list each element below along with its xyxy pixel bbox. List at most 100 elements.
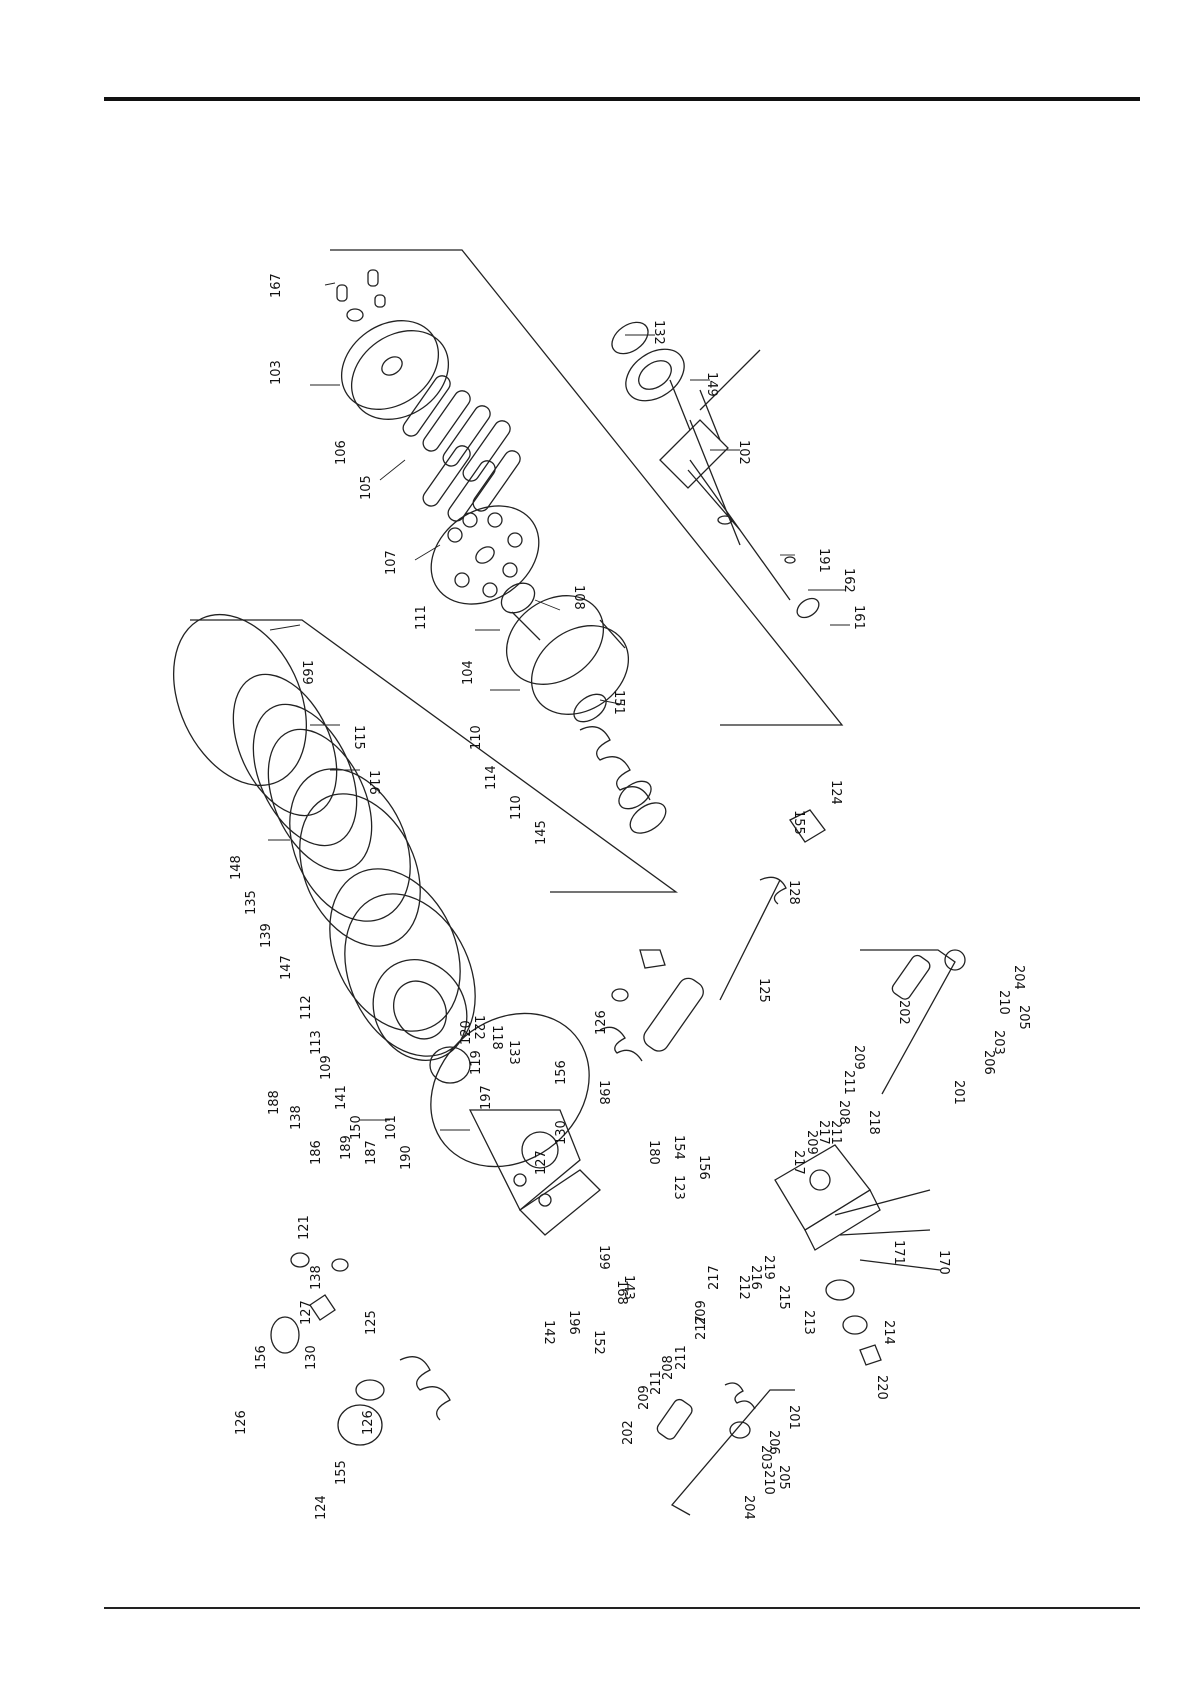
label-124a: 124 xyxy=(828,780,843,805)
label-218: 218 xyxy=(866,1110,881,1135)
relief-valve-left xyxy=(270,1252,451,1446)
label-133: 133 xyxy=(506,1040,521,1065)
washer-110-lower xyxy=(618,780,652,810)
label-161: 161 xyxy=(851,605,866,630)
label-110b: 110 xyxy=(509,795,524,820)
label-103: 103 xyxy=(269,360,284,385)
label-208b: 208 xyxy=(661,1355,676,1380)
label-210b: 210 xyxy=(761,1470,776,1495)
label-107: 107 xyxy=(384,550,399,575)
label-139: 139 xyxy=(259,923,274,948)
label-124b: 124 xyxy=(314,1495,329,1520)
label-141: 141 xyxy=(334,1085,349,1110)
label-217d: 217 xyxy=(694,1315,709,1340)
label-197: 197 xyxy=(479,1085,494,1110)
label-115: 115 xyxy=(351,725,366,750)
leader-lines xyxy=(268,282,850,1131)
label-201b: 201 xyxy=(786,1405,801,1430)
label-189: 189 xyxy=(339,1135,354,1160)
label-188: 188 xyxy=(267,1090,282,1115)
label-216: 216 xyxy=(748,1265,763,1290)
cylinder-block-104 xyxy=(505,595,630,715)
label-201a: 201 xyxy=(951,1080,966,1105)
label-126c: 126 xyxy=(361,1410,376,1435)
label-116: 116 xyxy=(366,770,381,795)
label-187: 187 xyxy=(364,1140,379,1165)
label-211a: 211 xyxy=(841,1070,856,1095)
seal-132 xyxy=(611,321,649,355)
label-203a: 203 xyxy=(991,1030,1006,1055)
label-112: 112 xyxy=(299,995,314,1020)
label-168: 168 xyxy=(614,1280,629,1305)
label-208a: 208 xyxy=(836,1100,851,1125)
friction-plates xyxy=(232,673,373,872)
label-186: 186 xyxy=(309,1140,324,1165)
label-121: 121 xyxy=(297,1215,312,1240)
label-114: 114 xyxy=(484,765,499,790)
label-204b: 204 xyxy=(741,1495,756,1520)
label-118: 118 xyxy=(489,1025,504,1050)
rotor-group-box xyxy=(330,249,844,726)
label-171: 171 xyxy=(891,1240,906,1265)
label-149: 149 xyxy=(704,372,719,397)
label-156a: 156 xyxy=(554,1060,569,1085)
label-120: 120 xyxy=(459,1020,474,1045)
snap-ring-145 xyxy=(629,802,667,834)
label-151: 151 xyxy=(611,690,626,715)
housing-ring-169 xyxy=(172,613,308,787)
label-162: 162 xyxy=(841,568,856,593)
label-138b: 138 xyxy=(309,1265,324,1290)
label-196: 196 xyxy=(566,1310,581,1335)
label-138a: 138 xyxy=(289,1105,304,1130)
seal-141 xyxy=(429,1046,471,1084)
label-198: 198 xyxy=(596,1080,611,1105)
label-191: 191 xyxy=(816,548,831,573)
valve-block xyxy=(774,1144,941,1366)
relief-valve-right xyxy=(599,809,826,1062)
label-217c: 217 xyxy=(707,1265,722,1290)
label-132: 132 xyxy=(651,320,666,345)
label-154: 154 xyxy=(671,1135,686,1160)
label-125b: 125 xyxy=(364,1310,379,1335)
label-217a: 217 xyxy=(816,1120,831,1145)
o-rings xyxy=(289,768,421,947)
label-135: 135 xyxy=(244,890,259,915)
label-105: 105 xyxy=(359,475,374,500)
spool-202-lower xyxy=(656,1382,756,1440)
label-215: 215 xyxy=(776,1285,791,1310)
label-219: 219 xyxy=(761,1255,776,1280)
label-169: 169 xyxy=(299,660,314,685)
label-212: 212 xyxy=(736,1275,751,1300)
label-130b: 130 xyxy=(304,1345,319,1370)
rear-flange-housing xyxy=(430,1012,601,1236)
label-127b: 127 xyxy=(299,1300,314,1325)
footer-rule xyxy=(104,1607,1140,1609)
label-104: 104 xyxy=(461,660,476,685)
label-203b: 203 xyxy=(758,1445,773,1470)
washer-110-upper xyxy=(573,693,607,723)
label-209d: 209 xyxy=(637,1385,652,1410)
label-170: 170 xyxy=(936,1250,951,1275)
shaft-rod xyxy=(689,459,820,619)
spring-114 xyxy=(579,726,651,801)
label-125a: 125 xyxy=(756,978,771,1003)
label-101: 101 xyxy=(384,1115,399,1140)
label-102: 102 xyxy=(736,440,751,465)
valve-plate-103 xyxy=(340,320,450,420)
label-155b: 155 xyxy=(334,1460,349,1485)
label-209c: 209 xyxy=(694,1300,709,1325)
label-122: 122 xyxy=(471,1015,486,1040)
label-214: 214 xyxy=(881,1320,896,1345)
pins-167 xyxy=(336,269,386,322)
valve-group-box-left xyxy=(670,1389,795,1516)
brake-piston xyxy=(329,868,476,1057)
label-213: 213 xyxy=(801,1310,816,1335)
label-126a: 126 xyxy=(594,1010,609,1035)
label-206b: 206 xyxy=(766,1430,781,1455)
label-111: 111 xyxy=(414,605,429,630)
ring-group-box xyxy=(190,619,678,893)
retainer-plate-107 xyxy=(430,505,540,605)
label-110a: 110 xyxy=(469,725,484,750)
label-156c: 156 xyxy=(254,1345,269,1370)
